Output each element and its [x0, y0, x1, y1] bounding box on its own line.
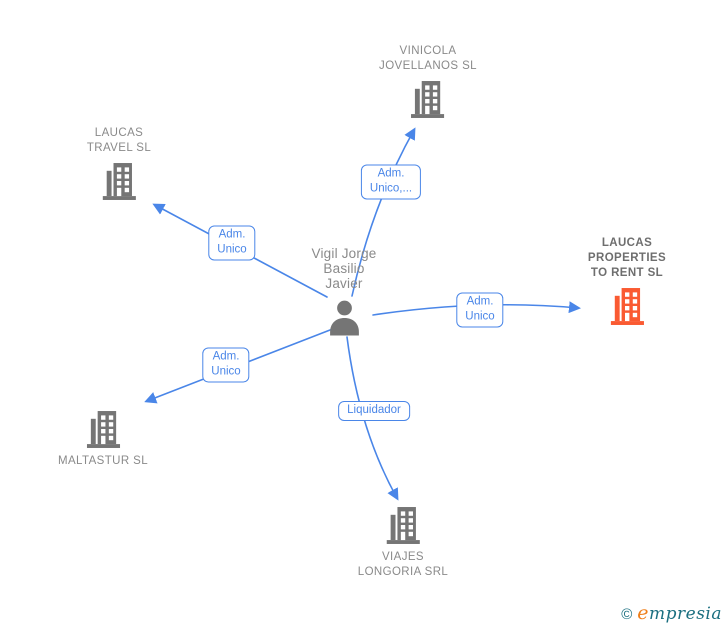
building-icon-highlighted [610, 288, 644, 325]
company-name: VIAJES LONGORIA SRL [357, 551, 449, 578]
relationship-label-adm-unico: Adm. Unico [202, 347, 250, 383]
company-node-vinicola-jovellanos[interactable]: VINICOLA JOVELLANOS SL [379, 44, 477, 119]
company-node-laucas-properties[interactable]: LAUCAS PROPERTIES TO RENT SL [588, 236, 666, 326]
relationship-label-liquidador: Liquidador [338, 401, 410, 421]
company-node-laucas-travel[interactable]: LAUCAS TRAVEL SL [87, 126, 151, 201]
edge-person-to-vinicola [351, 127, 416, 297]
relationship-label-adm-unico: Adm. Unico [456, 292, 504, 328]
building-icon [86, 411, 120, 448]
company-node-viajes-longoria[interactable]: VIAJES LONGORIA SRL [358, 506, 448, 580]
empresia-wordmark: empresia [637, 602, 722, 624]
company-name: VINICOLA JOVELLANOS SL [379, 45, 477, 72]
person-name: Vigil Jorge Basilio Javier [311, 246, 377, 291]
company-name: MALTASTUR SL [58, 455, 148, 467]
relationship-label-adm-unico: Adm. Unico [208, 225, 256, 261]
copyright-symbol: © [621, 606, 633, 623]
building-icon [411, 81, 445, 118]
relationship-label-adm-unico-etc: Adm. Unico,... [360, 164, 422, 200]
person-icon [329, 300, 359, 336]
building-icon [102, 163, 136, 200]
company-node-maltastur[interactable]: MALTASTUR SL [58, 410, 148, 469]
building-icon [386, 507, 420, 544]
edge-person-to-viajes [346, 336, 399, 501]
company-name: LAUCAS PROPERTIES TO RENT SL [587, 237, 667, 279]
person-node[interactable]: Vigil Jorge Basilio Javier [312, 246, 377, 336]
company-name: LAUCAS TRAVEL SL [86, 127, 152, 154]
empresia-logo[interactable]: © empresia [621, 602, 722, 624]
